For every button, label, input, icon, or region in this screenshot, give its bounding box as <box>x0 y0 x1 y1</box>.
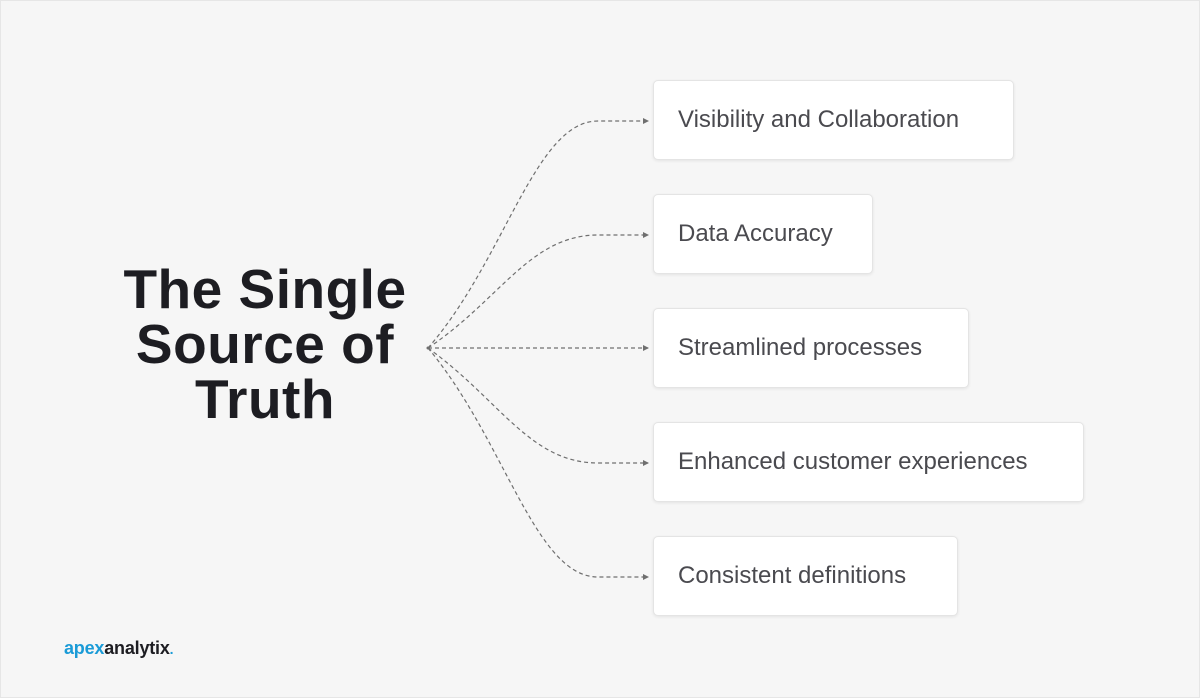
item-data-accuracy: Data Accuracy <box>653 194 873 274</box>
item-streamlined-processes: Streamlined processes <box>653 308 969 388</box>
logo-dot: . <box>169 641 174 657</box>
item-consistent-definitions: Consistent definitions <box>653 536 958 616</box>
item-visibility-collaboration: Visibility and Collaboration <box>653 80 1014 160</box>
title-line-3: Truth <box>195 368 335 430</box>
item-enhanced-customer-experiences: Enhanced customer experiences <box>653 422 1084 502</box>
diagram-title: The Single Source of Truth <box>70 262 460 427</box>
logo-apex: apex <box>64 638 105 658</box>
title-line-1: The Single <box>123 258 407 320</box>
logo-analytix: analytix <box>104 638 170 658</box>
brand-logo: apexanalytix. <box>64 638 174 659</box>
title-line-2: Source of <box>135 313 395 375</box>
